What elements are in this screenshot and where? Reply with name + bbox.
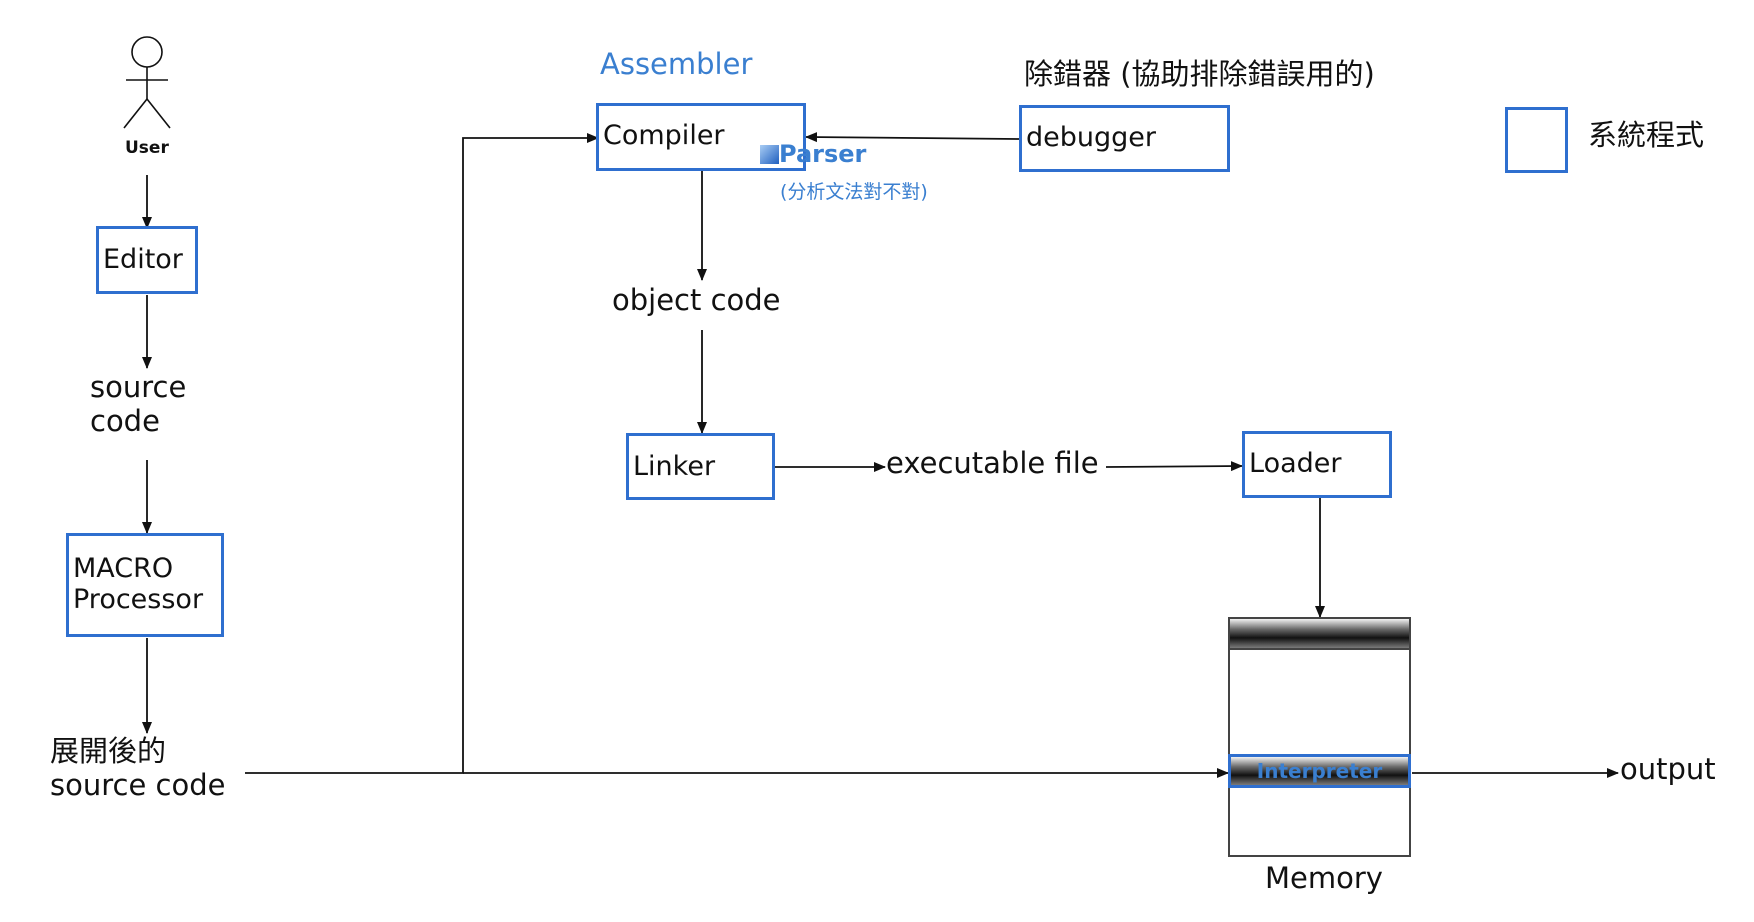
source-code-label: source code [90, 370, 186, 438]
expanded-line2: source code [50, 768, 226, 802]
parser-square-icon [760, 145, 779, 164]
debugger-box: debugger [1019, 105, 1230, 172]
source-code-line2: code [90, 404, 160, 438]
legend-system-program-swatch [1505, 107, 1568, 173]
expanded-source-label: 展開後的 source code [50, 734, 225, 802]
loader-label: Loader [1249, 448, 1342, 479]
parser-note: (分析文法對不對) [780, 181, 928, 203]
executable-file-label: executable file [886, 446, 1099, 480]
debugger-title: 除錯器 (協助排除錯誤用的) [1024, 57, 1375, 91]
linker-box: Linker [626, 433, 775, 500]
source-code-line1: source [90, 370, 187, 404]
memory-label: Memory [1265, 861, 1383, 895]
parser-tag: Parser [760, 140, 866, 168]
loader-box: Loader [1242, 431, 1392, 498]
user-label: User [125, 138, 169, 158]
linker-label: Linker [633, 451, 716, 482]
arrow-debugger-to-compiler [805, 132, 1021, 143]
editor-label: Editor [103, 244, 183, 275]
legend-system-program-label: 系統程式 [1588, 118, 1705, 152]
interpreter-label: Interpreter [1256, 759, 1383, 783]
debugger-label: debugger [1026, 122, 1156, 153]
macro-line2: Processor [73, 584, 204, 615]
memory-top-segment [1228, 617, 1411, 650]
arrow-exec-to-loader [1105, 461, 1243, 472]
macro-line1: MACRO [73, 553, 174, 584]
user-actor-icon [123, 36, 171, 129]
output-label: output [1620, 752, 1716, 786]
assembler-label: Assembler [600, 47, 753, 81]
expanded-line1: 展開後的 [50, 734, 167, 768]
memory-block [1228, 617, 1411, 857]
arrow-expanded-to-compiler [245, 133, 599, 774]
editor-box: Editor [96, 226, 198, 294]
compiler-label: Compiler [603, 120, 725, 151]
parser-label: Parser [779, 140, 867, 168]
object-code-label: object code [612, 283, 781, 317]
macro-processor-box: MACRO Processor [66, 533, 224, 637]
interpreter-segment: Interpreter [1228, 754, 1411, 788]
